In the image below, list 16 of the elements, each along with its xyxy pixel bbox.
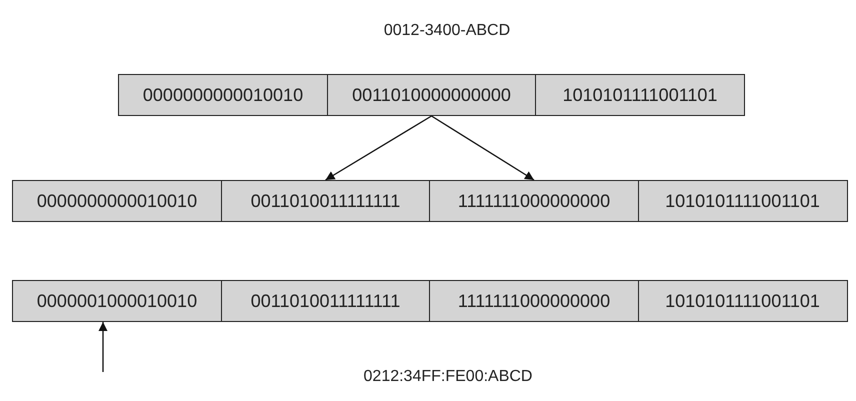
arrow [325, 115, 432, 181]
bit-field-cell: 1010101111001101 [638, 280, 848, 322]
bit-field-cell: 0011010000000000 [326, 74, 536, 116]
bit-field-cell: 1010101111001101 [638, 180, 848, 222]
bit-field-cell: 0000000000010010 [118, 74, 328, 116]
address-label: 0212:34FF:FE00:ABCD [364, 368, 532, 386]
address-label: 0012-3400-ABCD [384, 22, 510, 40]
bit-field-cell: 0000001000010010 [12, 280, 222, 322]
arrow [431, 115, 534, 181]
bit-field-cell: 0011010011111111 [220, 180, 430, 222]
bit-field-cell: 1010101111001101 [535, 74, 745, 116]
bit-field-cell: 0000000000010010 [12, 180, 222, 222]
arrow [98, 322, 108, 372]
bit-field-cell: 1111111000000000 [429, 280, 639, 322]
bit-field-cell: 0011010011111111 [220, 280, 430, 322]
bit-field-cell: 1111111000000000 [429, 180, 639, 222]
